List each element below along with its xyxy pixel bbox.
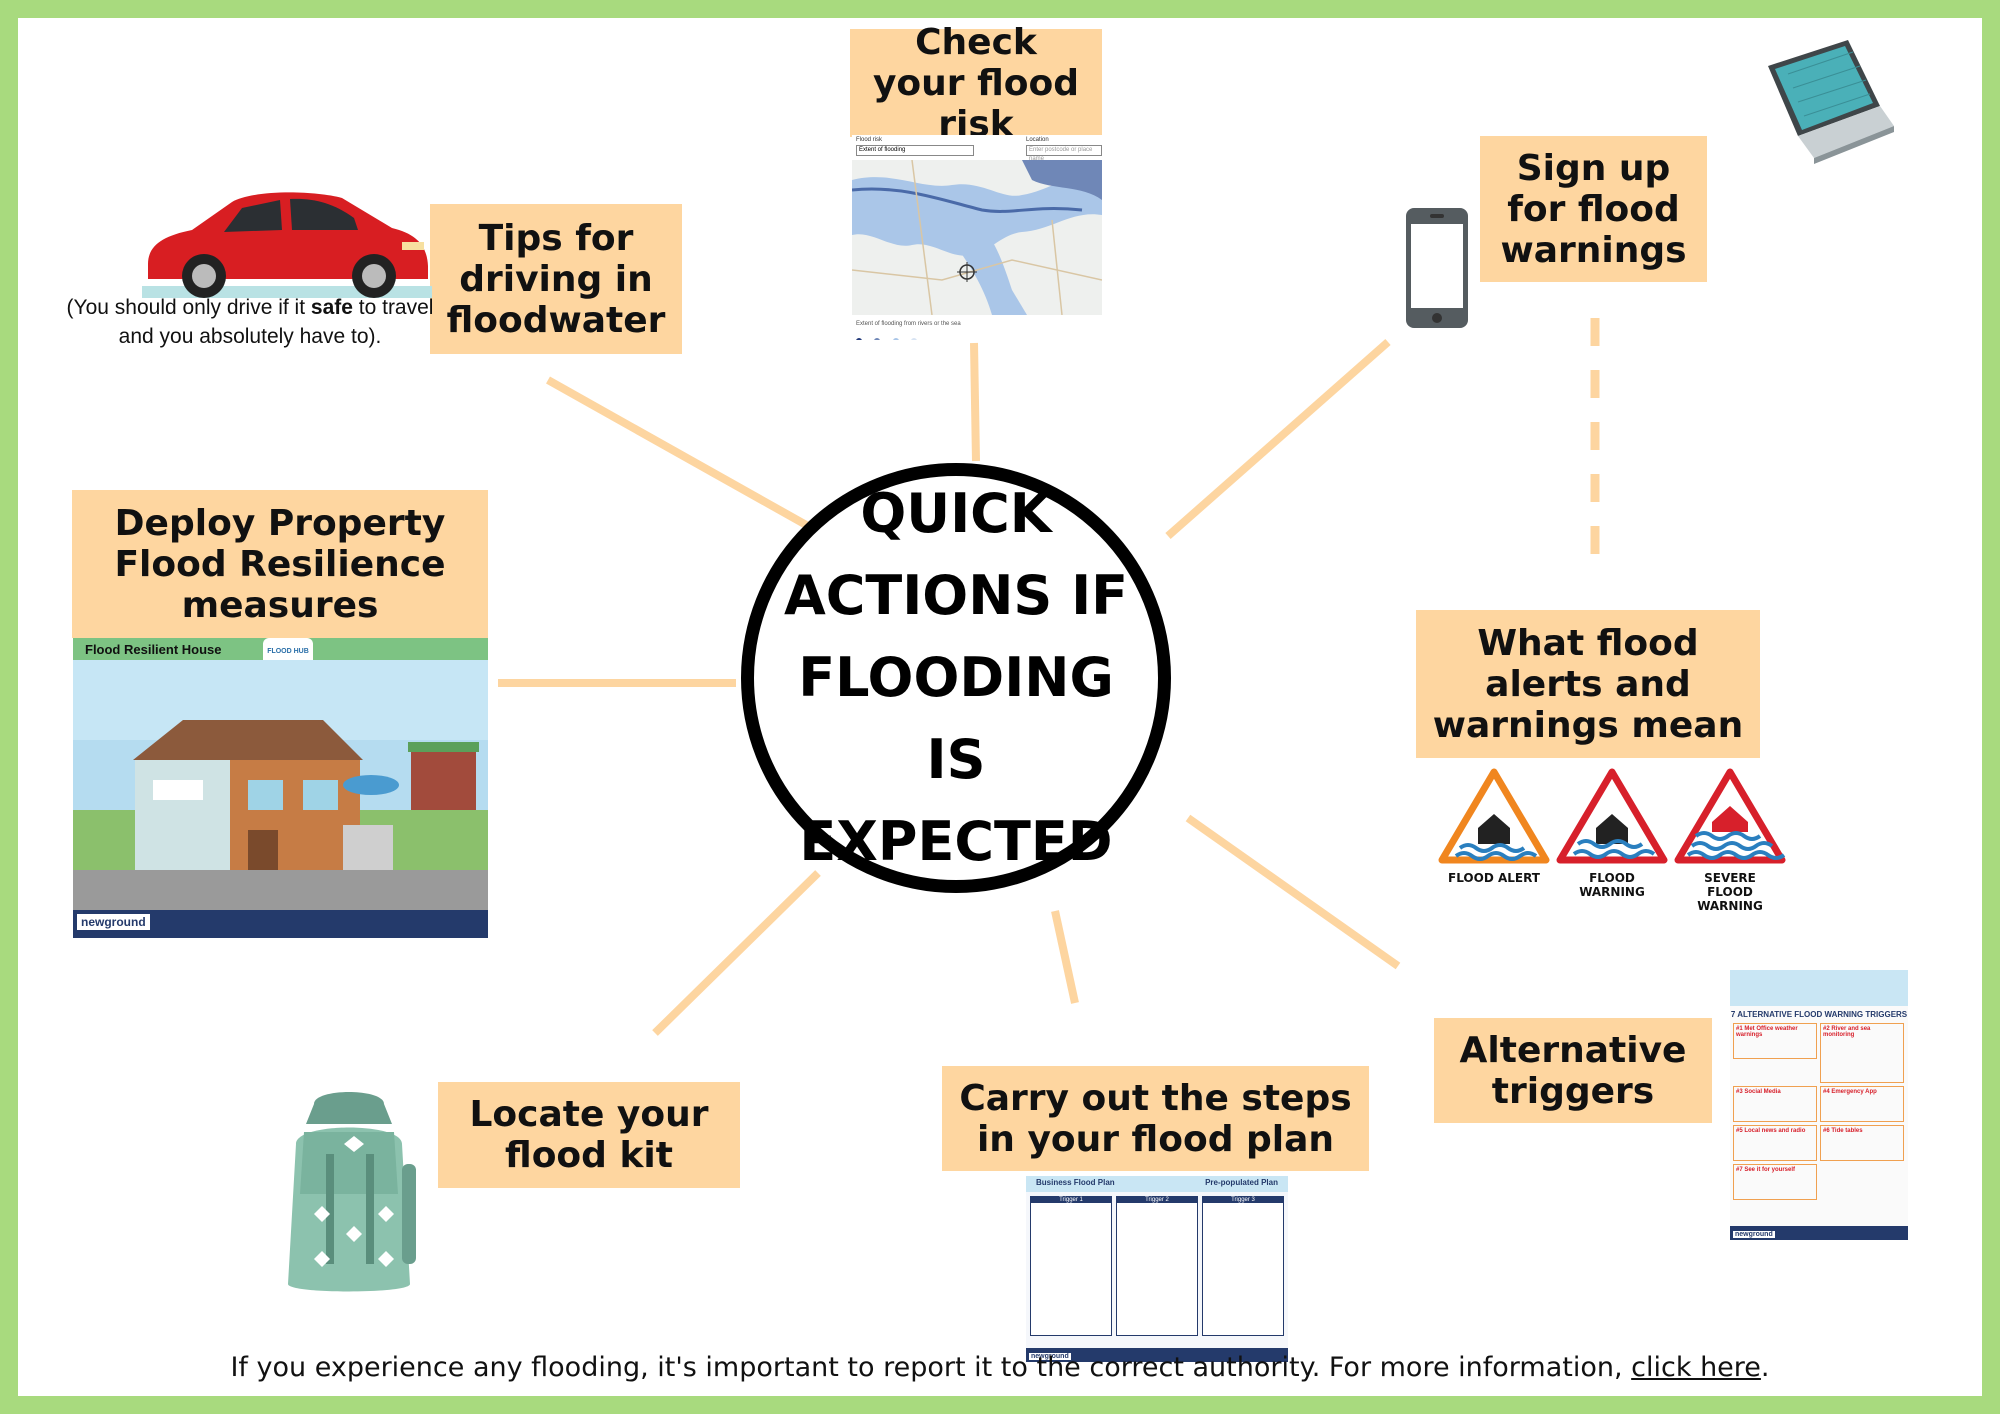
spoke-alerts: [1185, 814, 1401, 970]
more-info-link[interactable]: click here: [1631, 1352, 1761, 1383]
check-flood-risk-label[interactable]: Check your flood risk: [850, 22, 1102, 145]
alternative-triggers-label[interactable]: Alternative triggers: [1434, 1018, 1712, 1123]
spoke-lines: [498, 318, 1600, 1036]
sign-up-warnings-label[interactable]: Sign up for flood warnings: [1480, 136, 1707, 282]
flood-alert-sign: FLOOD ALERT: [1438, 766, 1550, 885]
warning-signs-row: FLOOD ALERT FLOOD WARNING SEVERE FLOOD W…: [1438, 766, 1786, 913]
red-car-icon: [142, 192, 432, 298]
severe-flood-warning-sign: SEVERE FLOOD WARNING: [1674, 766, 1786, 913]
flood-warning-icon: [1556, 768, 1668, 864]
plan-column: Trigger 3: [1202, 1196, 1284, 1336]
plan-header: Business Flood Plan Pre-populated Plan: [1026, 1176, 1288, 1192]
infographic-page: QUICK ACTIONS IF FLOODING IS EXPECTED Ch…: [18, 18, 1982, 1396]
spoke-flood-plan: [1051, 910, 1079, 1004]
flood-resilient-house-thumbnail[interactable]: Flood Resilient House FLOOD HUB newgroun…: [73, 638, 488, 938]
spoke-tips-driving: [546, 376, 810, 530]
alternative-triggers-thumbnail[interactable]: 7 ALTERNATIVE FLOOD WARNING TRIGGERS #1 …: [1730, 970, 1908, 1240]
map-legend: [856, 331, 918, 340]
spoke-sign-up: [1165, 338, 1391, 540]
spoke-flood-kit: [652, 870, 821, 1036]
trigger-item: #6 Tide tables: [1820, 1125, 1904, 1161]
trigger-item: #5 Local news and radio: [1733, 1125, 1817, 1161]
flood-plan-thumbnail[interactable]: Business Flood Plan Pre-populated Plan T…: [1026, 1176, 1288, 1362]
plan-column: Trigger 2: [1116, 1196, 1198, 1336]
flood-warning-sign: FLOOD WARNING: [1556, 766, 1668, 899]
plan-columns: Trigger 1 Trigger 2 Trigger 3: [1026, 1192, 1288, 1340]
triggers-title: 7 ALTERNATIVE FLOOD WARNING TRIGGERS: [1730, 1010, 1908, 1019]
trigger-item: #3 Social Media: [1733, 1086, 1817, 1122]
plan-column: Trigger 1: [1030, 1196, 1112, 1336]
central-hub: QUICK ACTIONS IF FLOODING IS EXPECTED: [741, 463, 1171, 893]
map-location-input[interactable]: Enter postcode or place name: [1026, 145, 1102, 162]
flood-kit-label[interactable]: Locate your flood kit: [438, 1082, 740, 1188]
trigger-item: #1 Met Office weather warnings: [1733, 1023, 1817, 1059]
map-location-label: Location: [1026, 137, 1049, 143]
flood-plan-label[interactable]: Carry out the steps in your flood plan: [942, 1066, 1369, 1171]
trigger-item: #4 Emergency App: [1820, 1086, 1904, 1122]
triggers-header: [1730, 970, 1908, 1006]
tips-driving-label[interactable]: Tips for driving in floodwater: [430, 204, 682, 354]
map-caption: Extent of flooding from rivers or the se…: [856, 321, 961, 327]
flood-map-thumbnail[interactable]: Flood risk Extent of flooding Location E…: [852, 135, 1102, 340]
triggers-newground-logo: newground: [1733, 1231, 1775, 1238]
alerts-meaning-label[interactable]: What flood alerts and warnings mean: [1416, 610, 1760, 758]
flood-warning-text: FLOOD WARNING: [1579, 871, 1645, 899]
spoke-check-risk: [970, 342, 980, 462]
hub-title: QUICK ACTIONS IF FLOODING IS EXPECTED: [783, 482, 1129, 873]
map-field-label: Flood risk: [856, 137, 883, 143]
flood-alert-text: FLOOD ALERT: [1448, 871, 1540, 885]
backpack-icon: [288, 1092, 416, 1292]
house-illustration: [73, 660, 488, 910]
map-risk-select[interactable]: Extent of flooding: [856, 145, 974, 156]
deploy-pfr-label[interactable]: Deploy Property Flood Resilience measure…: [72, 490, 488, 638]
plan-footer: [1026, 1348, 1288, 1362]
footer-report-text: If you experience any flooding, it's imp…: [230, 1352, 1770, 1383]
pfr-title: Flood Resilient House: [85, 642, 222, 657]
severe-flood-warning-text: SEVERE FLOOD WARNING: [1697, 871, 1763, 913]
flood-map-image: [852, 160, 1102, 315]
laptop-icon: [1768, 40, 1894, 164]
driving-caption: (You should only drive if it safe to tra…: [66, 296, 434, 348]
plan-newground-logo: newground: [1029, 1353, 1071, 1360]
trigger-item: #7 See it for yourself: [1733, 1164, 1817, 1200]
triggers-grid: #1 Met Office weather warnings #2 River …: [1730, 1019, 1908, 1204]
severe-flood-warning-icon: [1674, 768, 1786, 864]
flood-alert-icon: [1438, 768, 1550, 864]
trigger-item: #2 River and sea monitoring: [1820, 1023, 1904, 1083]
newground-logo: newground: [77, 914, 150, 930]
mobile-phone-icon: [1406, 208, 1468, 328]
